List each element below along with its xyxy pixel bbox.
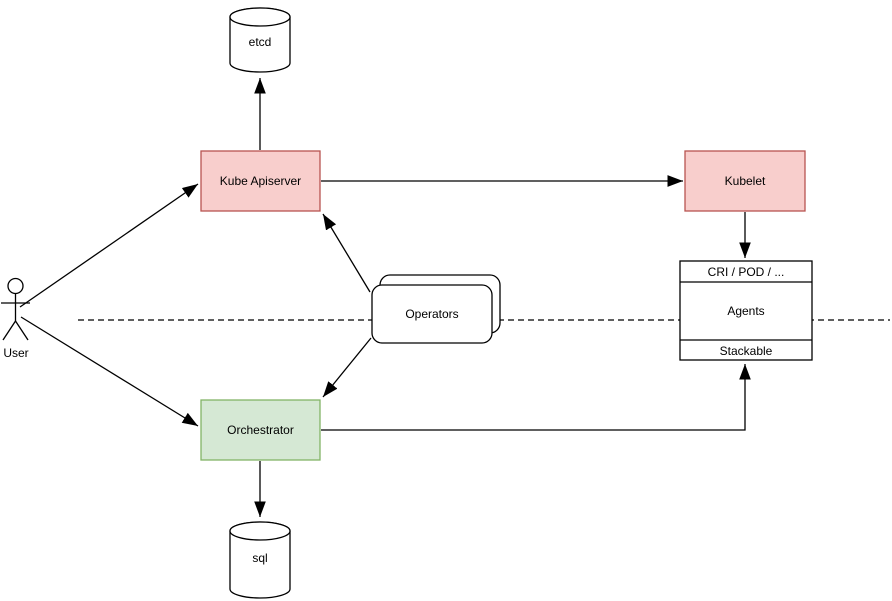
actor-right-leg [14, 320, 29, 341]
sql-label: sql [252, 551, 267, 565]
edge-user-to-kube-apiserver [19, 183, 199, 308]
orchestrator-node: Orchestrator [200, 399, 321, 461]
etcd-label: etcd [249, 35, 272, 49]
etcd-node: etcd [229, 7, 291, 73]
agents-header-label: CRI / POD / ... [708, 265, 785, 279]
agents-outer-box [679, 260, 813, 361]
sql-cylinder-top [229, 521, 291, 541]
edge-operators-to-orchestrator [322, 337, 372, 398]
orchestrator-box [200, 399, 321, 461]
edge-user-to-orchestrator [20, 316, 199, 427]
operators-node: Operators [371, 274, 501, 344]
kube-apiserver-box [200, 150, 321, 212]
kube-apiserver-label: Kube Apiserver [220, 174, 301, 188]
user-label: User [3, 346, 28, 360]
operators-front-card [371, 284, 493, 344]
kubelet-box [684, 150, 806, 212]
sql-node: sql [229, 521, 291, 599]
operators-label: Operators [405, 307, 458, 321]
kube-apiserver-node: Kube Apiserver [200, 150, 321, 212]
kubelet-node: Kubelet [684, 150, 806, 212]
edge-operators-to-kube-apiserver [322, 213, 371, 293]
orchestrator-label: Orchestrator [227, 423, 294, 437]
actor-head [7, 277, 24, 295]
etcd-cylinder-top [229, 7, 291, 27]
user-actor-node: User [1, 277, 30, 360]
edges-layer [19, 78, 751, 517]
actor-left-leg [2, 320, 17, 341]
agents-body-label: Agents [727, 304, 764, 318]
agents-footer-label: Stackable [720, 344, 773, 358]
agents-stack-node: CRI / POD / ... Agents Stackable [679, 260, 813, 361]
edge-orchestrator-to-stackable [321, 364, 751, 431]
kubelet-label: Kubelet [725, 174, 766, 188]
